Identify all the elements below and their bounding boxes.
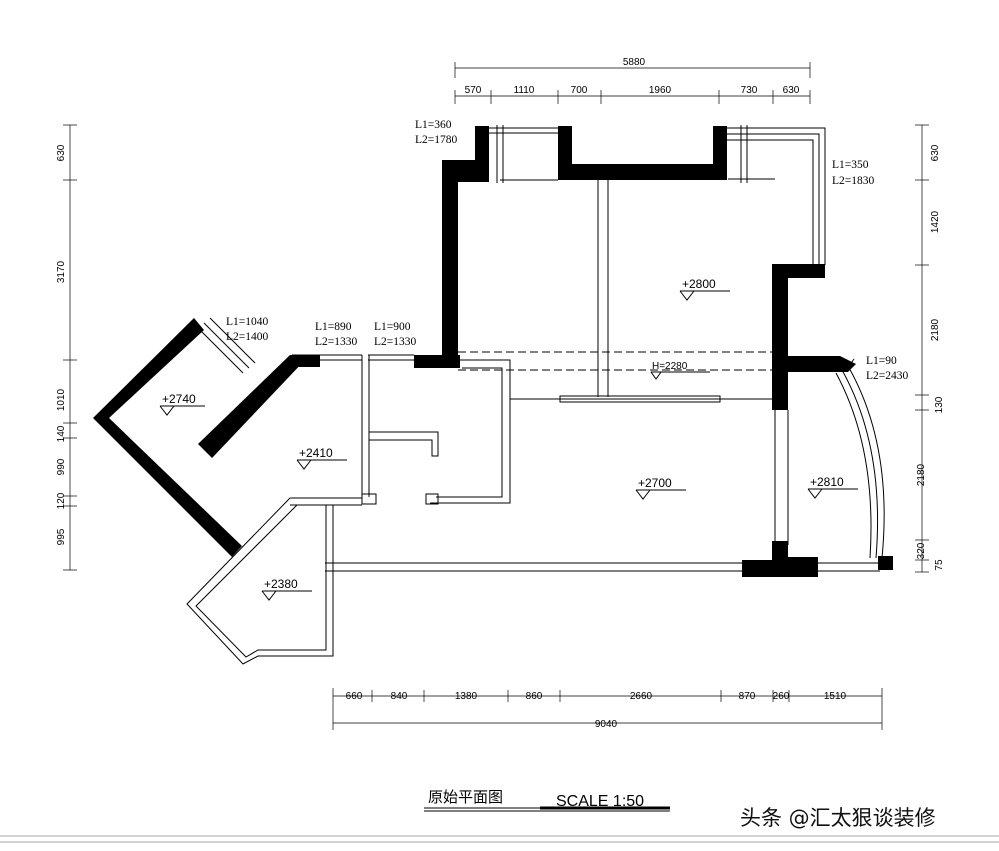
window-label: L2=1330 [374, 336, 417, 348]
level-label: +2810 [810, 475, 844, 489]
top-dim: 730 [741, 85, 758, 96]
window-label: L2=1830 [832, 175, 875, 187]
window-label: L1=350 [832, 159, 869, 171]
bottom-dim: 2660 [630, 691, 653, 702]
level-label: +2380 [264, 577, 298, 591]
window-label: L1=900 [374, 321, 411, 333]
level-label: +2700 [638, 476, 672, 490]
level-label: +2800 [682, 277, 716, 291]
right-dim: 130 [934, 396, 945, 413]
right-dim: 2180 [916, 463, 927, 486]
structural-walls [93, 126, 893, 577]
level-labels: +2800 +2740 +2410 +2700 +2810 +2380 H=22… [162, 277, 844, 591]
right-dim: 1420 [930, 210, 941, 233]
left-dim: 995 [56, 528, 67, 545]
left-dim: 120 [56, 492, 67, 509]
bottom-dim: 1380 [455, 691, 478, 702]
bottom-dim: 260 [773, 691, 790, 702]
top-dimension-lines [454, 62, 811, 104]
bottom-dim: 840 [391, 691, 408, 702]
right-dim: 630 [930, 144, 941, 161]
window-labels: L1=360 L2=1780 L1=350 L2=1830 L1=1040 L2… [226, 119, 909, 382]
drawing-scale: SCALE 1:50 [556, 793, 644, 810]
left-dim: 990 [56, 458, 67, 475]
bottom-dim: 660 [346, 691, 363, 702]
left-dim: 630 [56, 144, 67, 161]
top-dim: 570 [465, 85, 482, 96]
window-label: L1=90 [866, 355, 897, 367]
window-label: L1=360 [415, 119, 452, 131]
left-dim: 1010 [56, 388, 67, 411]
bottom-dimension-lines [332, 688, 883, 730]
right-dim: 320 [916, 542, 927, 559]
left-dimension-labels: 630 3170 1010 140 990 120 995 [56, 144, 67, 545]
drawing-footer: 原始平面图 SCALE 1:50 头条 @汇太狠谈装修 [0, 788, 999, 843]
level-label: +2410 [299, 446, 333, 460]
bottom-dim: 1510 [824, 691, 847, 702]
window-label: L2=1780 [415, 134, 458, 146]
top-dim: 630 [783, 85, 800, 96]
top-total-dim: 5880 [623, 57, 646, 68]
left-dimension-lines [63, 124, 77, 571]
top-dim: 700 [571, 85, 588, 96]
window-label: L2=2430 [866, 370, 909, 382]
top-dim: 1960 [649, 85, 672, 96]
right-dim: 2180 [930, 318, 941, 341]
bottom-dim: 860 [526, 691, 543, 702]
beam-label: H=2280 [652, 361, 688, 372]
right-dim: 75 [934, 559, 945, 571]
level-label: +2740 [162, 392, 196, 406]
left-dim: 3170 [56, 260, 67, 283]
bottom-dim: 870 [739, 691, 756, 702]
left-dim: 140 [56, 425, 67, 442]
window-label: L1=1040 [226, 316, 269, 328]
thin-outlines [186, 125, 885, 665]
right-dimension-labels: 630 1420 2180 130 2180 320 75 [916, 144, 945, 570]
bottom-dimension-labels: 660 840 1380 860 2660 870 260 1510 9040 [346, 691, 847, 730]
drawing-title: 原始平面图 [428, 788, 503, 806]
window-label: L2=1330 [315, 336, 358, 348]
top-dimension-labels: 5880 570 1110 700 1960 730 630 [465, 57, 800, 96]
right-dimension-lines [915, 124, 929, 573]
watermark: 头条 @汇太狠谈装修 [740, 806, 936, 830]
bottom-total-dim: 9040 [595, 719, 618, 730]
level-markers [159, 290, 858, 601]
window-label: L1=890 [315, 321, 352, 333]
window-label: L2=1400 [226, 331, 269, 343]
top-dim: 1110 [514, 85, 535, 96]
